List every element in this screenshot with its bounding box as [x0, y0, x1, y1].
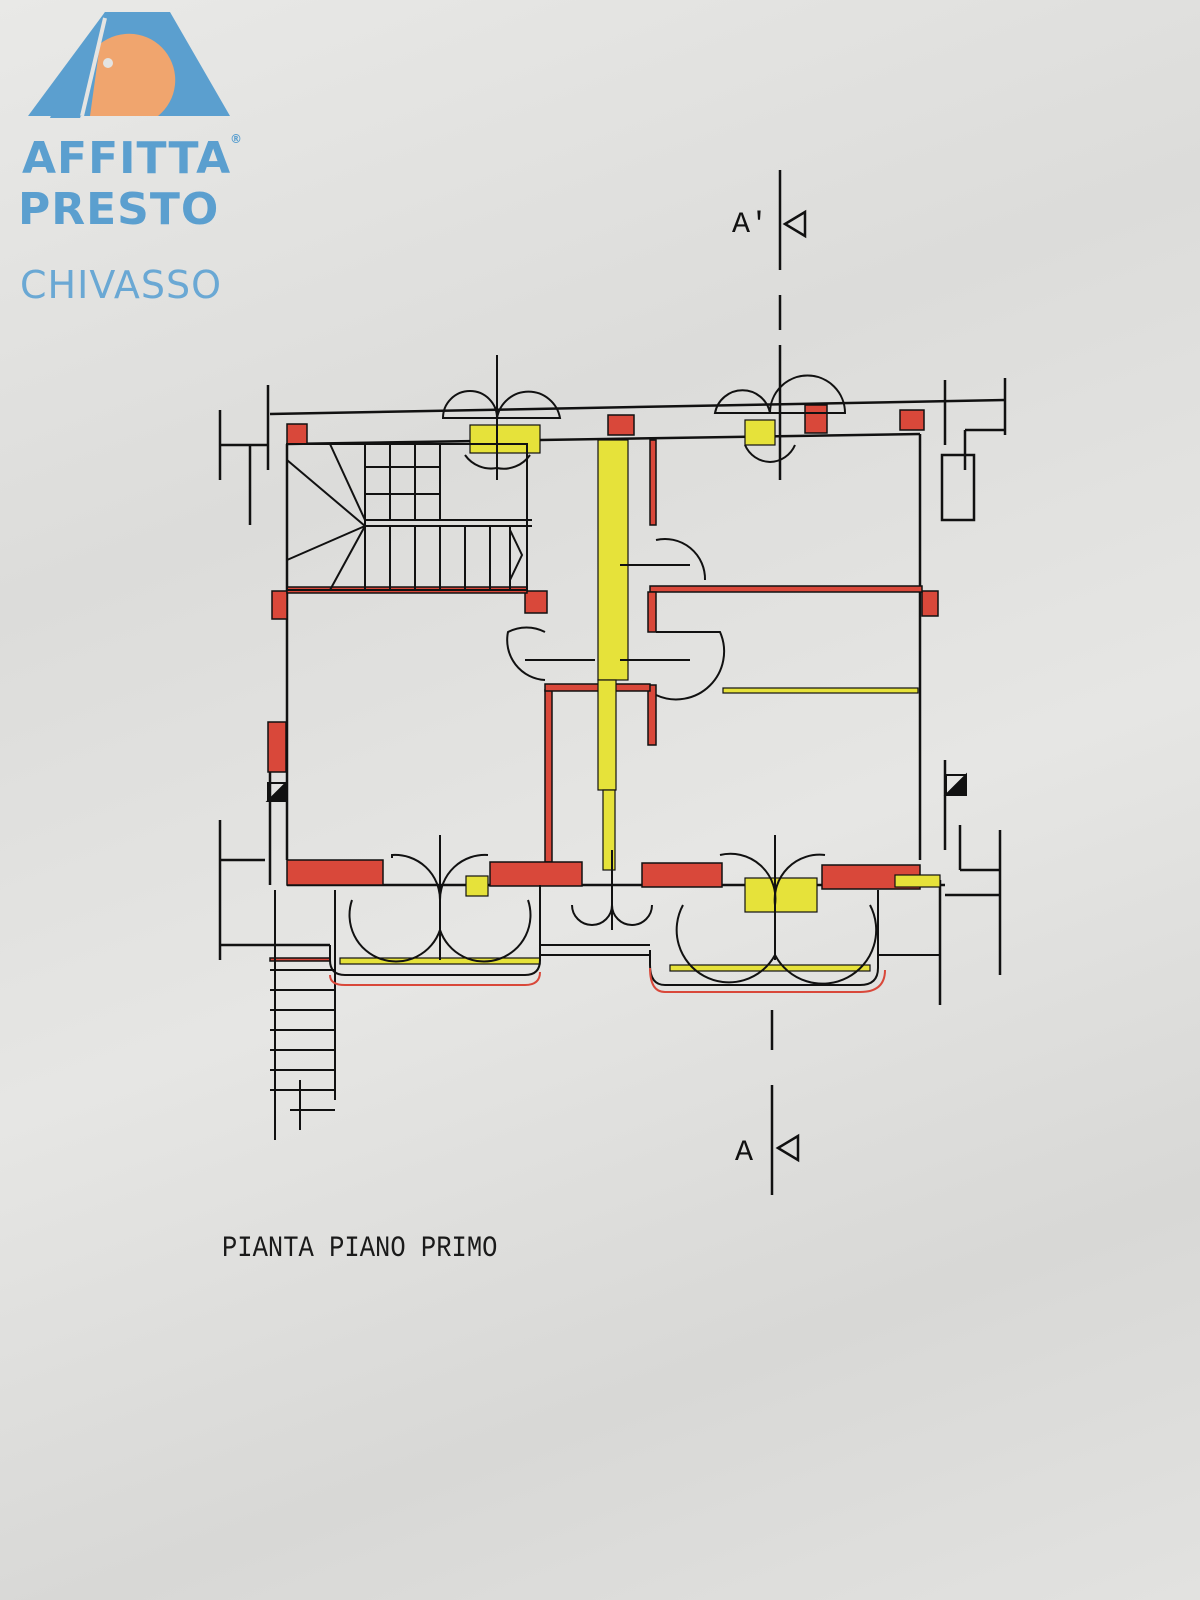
plan-title: PIANTA PIANO PRIMO — [222, 1232, 498, 1266]
yellow-elements — [339, 419, 941, 972]
balconies — [329, 885, 940, 993]
pillar — [271, 590, 288, 620]
section-label-bottom: A — [735, 1136, 753, 1170]
window-sill — [744, 419, 776, 446]
internal-staircase — [286, 443, 532, 591]
door-swing — [506, 626, 546, 681]
house-logo-icon — [28, 12, 230, 118]
partition-wall — [544, 689, 553, 863]
partition-wall — [649, 439, 657, 526]
pillar — [804, 404, 828, 434]
affitta-presto-logo: AFFITTA ® PRESTO CHIVASSO — [10, 8, 250, 308]
pillar — [267, 721, 287, 773]
pillar — [899, 409, 925, 431]
section-label-top: A' — [732, 208, 768, 242]
partition-wall — [647, 591, 657, 633]
logo-text-chivasso: CHIVASSO — [20, 263, 223, 307]
front-wall — [286, 859, 384, 886]
front-wall — [489, 861, 583, 887]
window-sill — [894, 874, 941, 888]
door-swing — [655, 631, 726, 701]
balcony-edge — [269, 957, 331, 962]
window-sill — [744, 877, 818, 913]
low-partition — [722, 687, 919, 694]
window-sill — [469, 424, 541, 454]
partition-wall — [649, 585, 923, 593]
section-line-a-prime — [778, 170, 807, 480]
logo-text-affitta: AFFITTA — [22, 133, 232, 184]
pillar — [524, 590, 548, 614]
central-duct — [597, 439, 629, 681]
window-swing — [441, 390, 499, 419]
pillar — [921, 590, 939, 617]
central-duct — [602, 789, 616, 871]
partition-wall — [647, 684, 657, 746]
pillar — [286, 423, 308, 445]
logo-text-presto: PRESTO — [18, 184, 220, 235]
balcony-floor — [669, 964, 871, 972]
logo-registered-mark: ® — [230, 132, 243, 146]
central-duct — [597, 679, 617, 791]
pillar — [607, 414, 635, 436]
front-wall — [641, 862, 723, 888]
external-staircase — [270, 890, 336, 1140]
door-swings — [265, 355, 967, 985]
window-swing — [495, 390, 562, 419]
window-sill — [465, 875, 489, 897]
section-line-a — [770, 1010, 800, 1195]
door-swing — [655, 537, 707, 581]
